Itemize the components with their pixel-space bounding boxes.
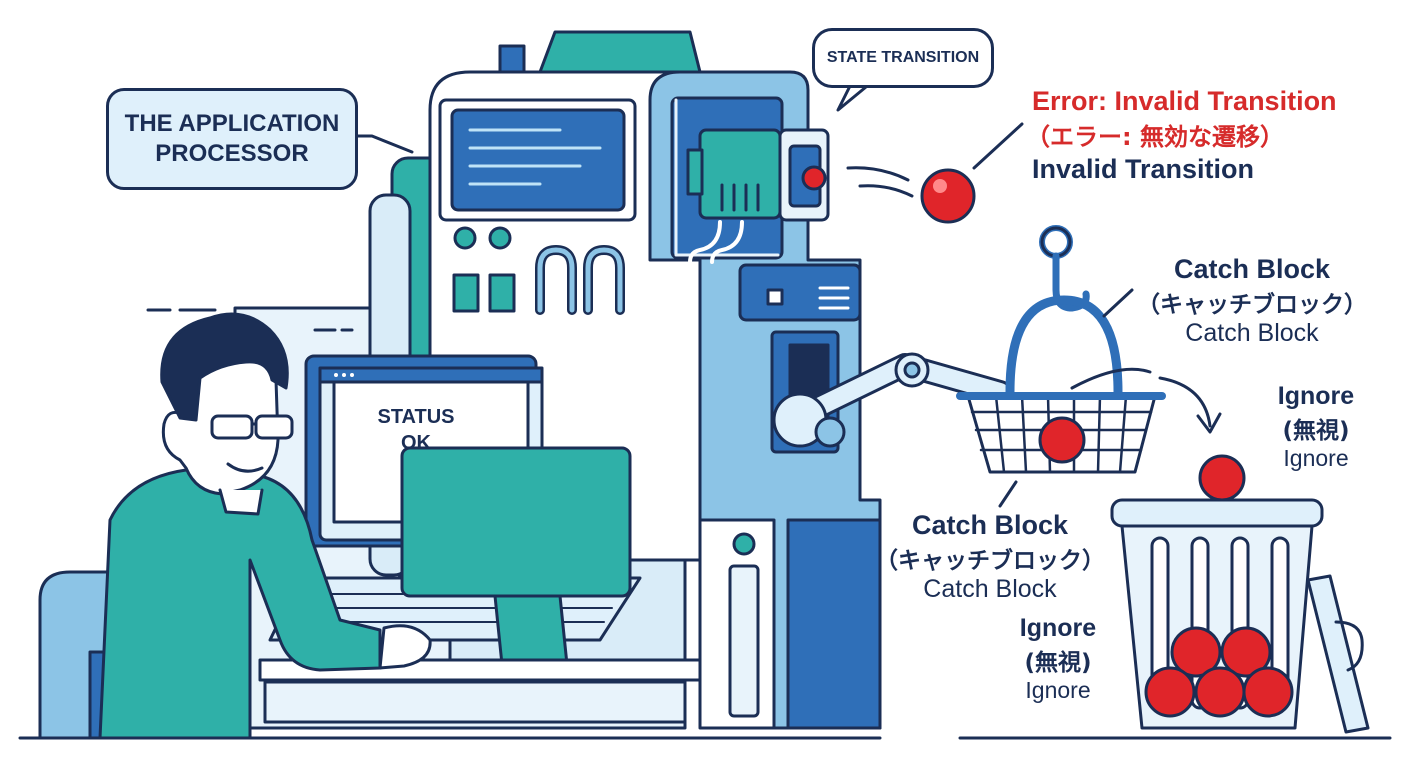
ignore-right-label: Ignore (無視) Ignore — [1258, 382, 1374, 472]
developer-person — [98, 312, 432, 740]
monitor-status-line-1: STATUS — [377, 406, 455, 428]
state-bubble-tail — [836, 80, 874, 112]
app-processor-bubble: THE APPLICATION PROCESSOR — [106, 88, 358, 190]
catch-lower-english: Catch Block — [923, 575, 1057, 603]
error-japanese: （エラー: 無効な遷移） — [1026, 123, 1284, 151]
state-transition-bubble: STATE TRANSITION — [812, 28, 994, 88]
ignore-trash-bin — [1110, 454, 1370, 734]
catch-upper-pointer — [1102, 288, 1134, 318]
catch-block-lower-label: Catch Block （キャッチブロック） Catch Block — [872, 510, 1108, 604]
state-transition-label: STATE TRANSITION — [826, 49, 980, 66]
catch-basket — [956, 225, 1166, 474]
ignore-arrow — [1158, 376, 1212, 428]
app-label-pointer — [350, 134, 414, 154]
error-english: Invalid Transition — [1032, 154, 1255, 184]
catch-lower-japanese: （キャッチブロック） — [875, 548, 1105, 574]
caught-error-ball — [1038, 416, 1086, 464]
flying-error-ball — [846, 166, 976, 224]
ignore-right-english: Ignore — [1283, 445, 1349, 471]
ignore-right-japanese: (無視) — [1282, 418, 1350, 444]
indicator-light — [453, 226, 477, 250]
app-processor-line-2: PROCESSOR — [155, 140, 309, 167]
catch-upper-english: Catch Block — [1185, 319, 1319, 347]
ejected-error-ball — [801, 165, 827, 191]
ignore-lower-title: Ignore — [1019, 614, 1097, 642]
processor-screen — [450, 108, 626, 212]
catch-upper-japanese: （キャッチブロック） — [1137, 292, 1367, 318]
monitor-status-line-2: OK — [401, 432, 431, 454]
catch-block-upper-label: Catch Block （キャッチブロック） Catch Block — [1132, 254, 1372, 348]
ignore-right-title: Ignore — [1277, 382, 1355, 410]
catch-lower-pointer — [998, 480, 1018, 508]
catch-lower-title: Catch Block — [911, 510, 1069, 540]
ignore-lower-label: Ignore (無視) Ignore — [1000, 614, 1116, 704]
ignored-error-ball — [1198, 454, 1246, 502]
error-label: Error: Invalid Transition （エラー: 無効な遷移） I… — [1026, 86, 1337, 185]
app-processor-line-1: THE APPLICATION — [124, 110, 340, 137]
error-title: Error: Invalid Transition — [1032, 86, 1337, 116]
robotic-arm — [772, 352, 1012, 448]
error-pointer — [972, 122, 1024, 170]
monitor-status: STATUS OK — [356, 404, 476, 456]
ignore-lower-english: Ignore — [1025, 677, 1091, 703]
catch-upper-title: Catch Block — [1173, 254, 1331, 284]
ignore-lower-japanese: (無視) — [1024, 650, 1092, 676]
indicator-light — [488, 226, 512, 250]
